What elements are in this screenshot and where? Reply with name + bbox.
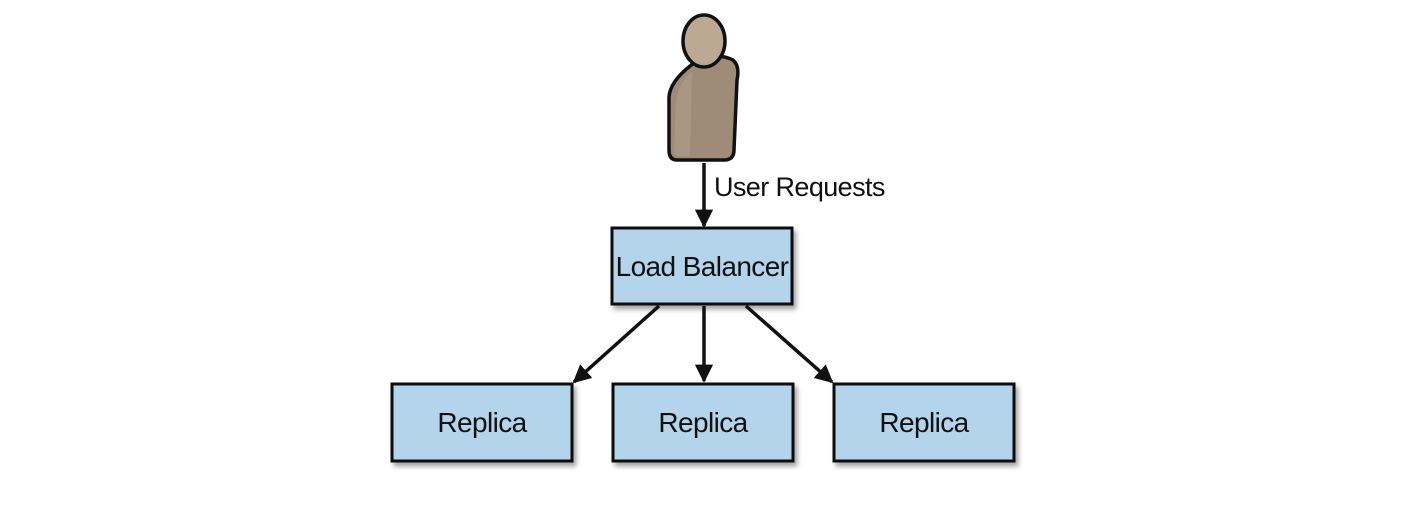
load-balancer-label: Load Balancer — [616, 251, 789, 282]
lb-to-replica-3-arrow — [744, 304, 834, 384]
replica-box — [832, 382, 1016, 463]
replica-node-1: Replica — [390, 382, 574, 463]
replica-node-2: Replica — [611, 382, 795, 463]
person-head — [681, 13, 727, 69]
load-balancer-box — [610, 226, 794, 306]
replica-box — [390, 382, 574, 463]
replica-box — [611, 382, 795, 463]
person-body-highlight — [674, 72, 692, 156]
replica-label: Replica — [437, 407, 527, 438]
replica-node-3: Replica — [832, 382, 1016, 463]
lb-to-replica-1-arrow — [572, 304, 661, 384]
replica-label: Replica — [879, 407, 969, 438]
user-requests-label: User Requests — [714, 172, 885, 202]
replica-label: Replica — [658, 407, 748, 438]
person-icon — [667, 13, 740, 162]
load-balancer-node: Load Balancer — [610, 226, 794, 306]
